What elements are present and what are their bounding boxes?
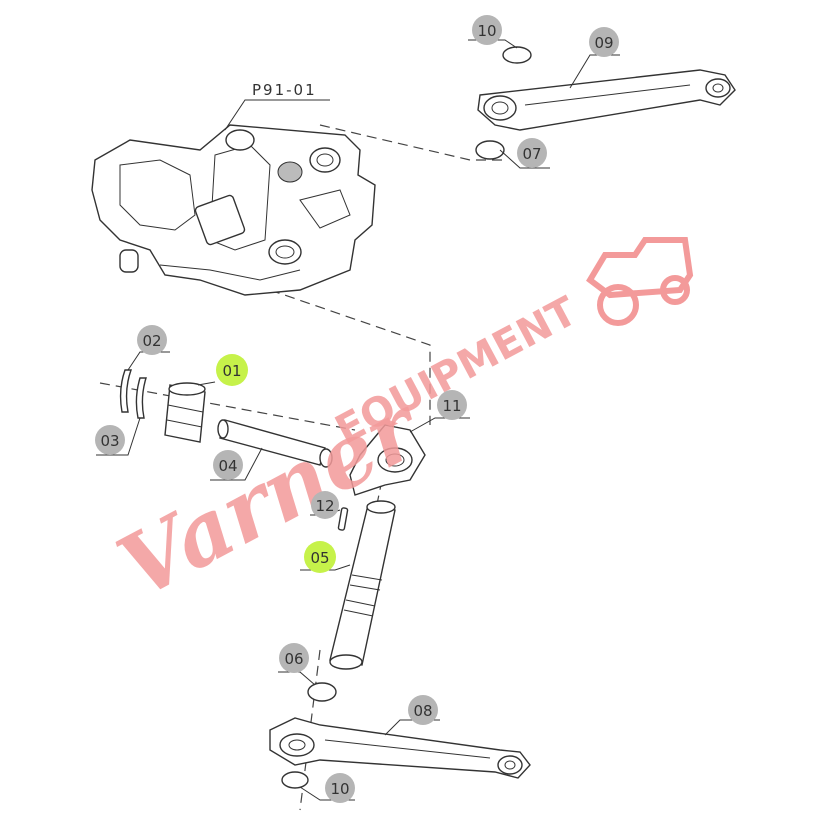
roll-pin-12 bbox=[337, 507, 349, 531]
snap-ring-02 bbox=[119, 369, 132, 413]
ring-07 bbox=[475, 140, 505, 160]
svg-text:02: 02 bbox=[142, 332, 161, 350]
svg-text:03: 03 bbox=[100, 432, 119, 450]
upper-lift-arm bbox=[477, 69, 736, 131]
svg-text:10: 10 bbox=[477, 22, 496, 40]
svg-text:04: 04 bbox=[218, 457, 237, 475]
svg-text:09: 09 bbox=[594, 34, 613, 52]
part-badge-06: 06 bbox=[279, 643, 309, 673]
watermark-brand-caps: EQUIPMENT bbox=[328, 288, 585, 454]
diagram-title: P91-01 bbox=[252, 81, 317, 99]
svg-text:07: 07 bbox=[522, 145, 541, 163]
part-badge-01: 01 bbox=[216, 354, 248, 386]
part-badge-09: 09 bbox=[589, 27, 619, 57]
part-badge-12: 12 bbox=[311, 491, 339, 519]
title-callout: P91-01 bbox=[224, 81, 330, 131]
lever-11 bbox=[349, 424, 426, 496]
part-badge-11: 11 bbox=[437, 390, 467, 420]
svg-text:10: 10 bbox=[330, 780, 349, 798]
part-badge-10-lower: 10 bbox=[325, 773, 355, 803]
ring-06 bbox=[307, 682, 337, 702]
part-badge-04: 04 bbox=[213, 450, 243, 480]
part-badge-07: 07 bbox=[517, 138, 547, 168]
part-badge-03: 03 bbox=[95, 425, 125, 455]
part-badge-02: 02 bbox=[137, 325, 167, 355]
callouts: 10 09 07 02 01 03 bbox=[95, 15, 620, 803]
snap-ring-03 bbox=[135, 377, 147, 419]
part-badge-05: 05 bbox=[304, 541, 336, 573]
part-badge-08: 08 bbox=[408, 695, 438, 725]
tractor-logo bbox=[586, 237, 694, 326]
hydraulic-housing bbox=[91, 124, 376, 296]
svg-text:08: 08 bbox=[413, 702, 432, 720]
ring-10-lower bbox=[281, 771, 309, 789]
part-badge-10-upper: 10 bbox=[472, 15, 502, 45]
cross-shaft-05 bbox=[329, 500, 396, 670]
piston-01 bbox=[164, 382, 206, 443]
svg-text:11: 11 bbox=[442, 397, 461, 415]
ring-10-upper bbox=[502, 46, 532, 64]
svg-text:05: 05 bbox=[310, 549, 329, 567]
svg-text:12: 12 bbox=[315, 497, 334, 515]
lower-lift-arm bbox=[269, 717, 531, 779]
svg-text:06: 06 bbox=[284, 650, 303, 668]
pin-04 bbox=[217, 419, 333, 468]
svg-text:01: 01 bbox=[222, 362, 241, 380]
